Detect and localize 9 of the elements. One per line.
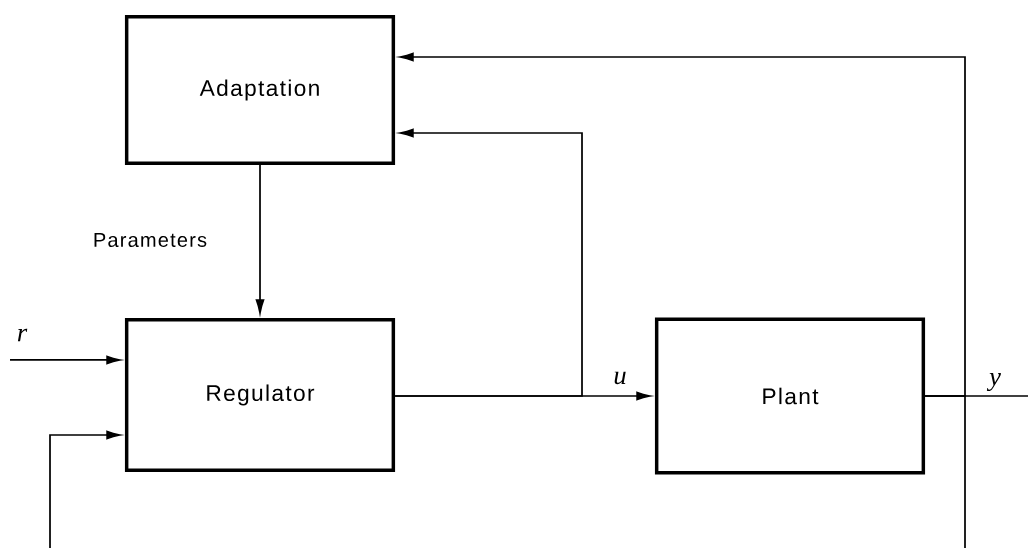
edge-label: r — [17, 328, 28, 342]
edge-label: u — [614, 371, 626, 385]
block-box: Plant — [654, 317, 926, 475]
block-box: Regulator — [124, 317, 396, 473]
arrow — [49, 395, 966, 548]
block-box: Adaptation — [124, 14, 396, 166]
edge-label: y — [986, 373, 1001, 391]
edge-label: Parameters — [94, 233, 207, 247]
arrow — [394, 128, 583, 397]
